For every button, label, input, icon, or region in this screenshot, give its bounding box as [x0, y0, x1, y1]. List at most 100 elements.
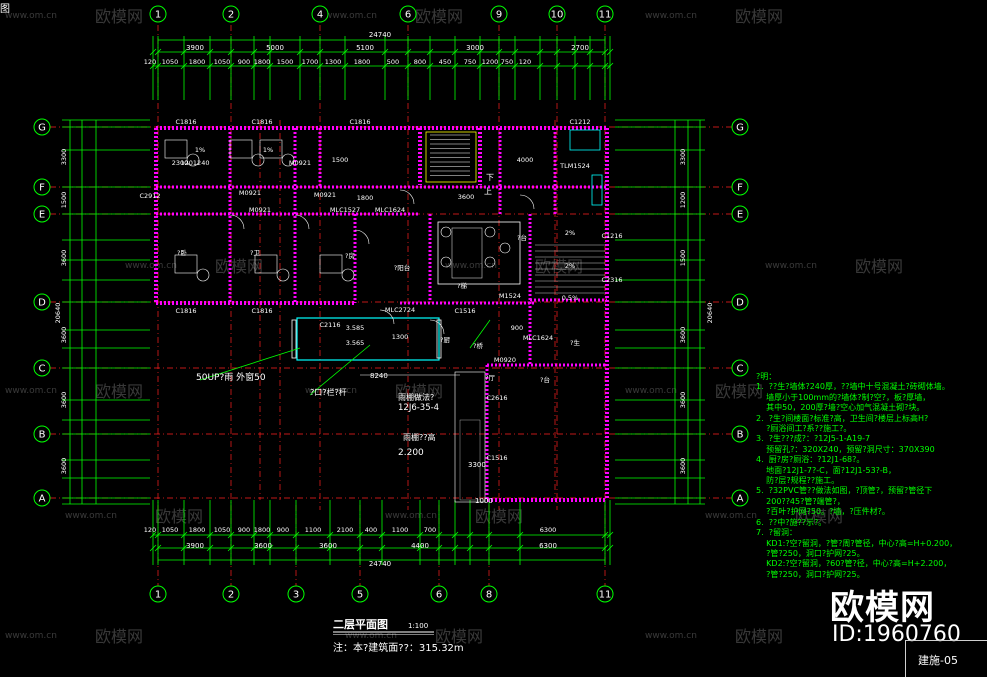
dim-vertical: 3600	[679, 392, 687, 409]
axis-bubble-circle	[731, 178, 749, 196]
kitchen-table	[451, 227, 483, 279]
axis-bubble: G	[731, 118, 749, 136]
room-label: ?厨	[440, 336, 450, 344]
axis-bubble-circle	[33, 359, 51, 377]
watermark-brand-small: 欧模网	[95, 382, 143, 401]
dim-major: 3600	[319, 542, 337, 550]
axis-bubble-label: 3	[293, 590, 299, 601]
note-line: 7. ?留洞：	[756, 528, 797, 538]
dim-minor: 1300	[325, 58, 342, 66]
watermark-site: www.om.cn	[385, 511, 437, 521]
dim-tick	[266, 544, 274, 552]
dim-tick	[476, 62, 484, 70]
dim-minor: 2100	[337, 526, 354, 534]
room-label: MLC2724	[385, 306, 415, 314]
room-label: C1816	[251, 307, 272, 315]
bathtub	[569, 129, 601, 151]
note-line: 2. ?生?间楼面?标准?高，卫生间?楼层上标高H?	[756, 413, 929, 423]
axis-bubble-label: A	[39, 494, 46, 505]
dim-tick	[326, 544, 334, 552]
note-line: ?明：	[756, 372, 777, 381]
dim-tick	[553, 62, 561, 70]
dim-tick	[601, 48, 609, 56]
room-label: 2300	[172, 159, 189, 167]
dim-minor: 450	[439, 58, 451, 66]
dim-tick	[553, 48, 561, 56]
dim-tick	[316, 48, 324, 56]
dim-tick	[404, 62, 412, 70]
dim-vertical: 3600	[679, 327, 687, 344]
axis-bubble-label: 11	[599, 10, 612, 21]
note-line: ?百叶?护网?50。?墙，?压件材?。	[756, 507, 890, 517]
dim-vertical: 3600	[60, 458, 68, 475]
axis-bubble: C	[731, 359, 749, 377]
annotation-text: ?口?栏?杆	[310, 387, 347, 397]
note-line: 3. ?生???成?：?12J5-1-A19-7	[756, 434, 871, 444]
dim-tick	[476, 48, 484, 56]
walls	[154, 126, 609, 502]
axis-bubble-label: 6	[405, 10, 411, 21]
washbasin	[591, 174, 603, 206]
dim-tick	[250, 544, 258, 552]
dim-tick	[586, 62, 594, 70]
room-label: ?房	[345, 251, 355, 260]
room-label: 2%	[565, 262, 575, 270]
axis-bubble-circle	[731, 118, 749, 136]
dim-vertical: 3600	[679, 458, 687, 475]
door-swing	[399, 189, 415, 205]
dim-tick	[495, 62, 503, 70]
overall-width-bottom: 24740	[369, 560, 391, 568]
sanitary-fixture	[319, 254, 343, 274]
overall-width: 24740	[369, 31, 391, 39]
axis-bubble-circle	[731, 425, 749, 443]
dim-minor: 500	[387, 58, 399, 66]
corner-label: 图	[0, 4, 10, 15]
annotation-text: 2.200	[398, 448, 424, 458]
canopy-inner	[459, 419, 481, 501]
room-label: M0921	[239, 189, 261, 197]
dim-tick	[292, 531, 300, 539]
note-line: 预留孔?：320X240，预留?洞尺寸：370X390	[756, 444, 935, 454]
room-label: 1%	[263, 146, 273, 154]
room-label: TLM1524	[559, 162, 590, 170]
dim-tick	[601, 531, 609, 539]
dim-tick	[206, 531, 214, 539]
wc-symbol	[196, 268, 210, 282]
room-label: ?台	[517, 233, 527, 242]
dim-tick	[536, 62, 544, 70]
dim-tick	[180, 62, 188, 70]
wc-symbol	[251, 153, 265, 167]
dim-tick	[435, 531, 443, 539]
axis-bubble-circle	[596, 585, 614, 603]
axis-bubble-circle	[430, 585, 448, 603]
room-label: M0921	[289, 159, 311, 167]
dim-vertical: 3600	[60, 327, 68, 344]
axis-bubble-circle	[33, 425, 51, 443]
watermark-brand-small: 欧模网	[735, 627, 783, 646]
dim-tick	[404, 48, 412, 56]
room-label: ?台	[540, 375, 550, 384]
note-line: 地面?12J1-7?-C，面?12J1-53?-B，	[756, 465, 897, 475]
room-label: 2%	[565, 229, 575, 237]
balcony-post	[291, 319, 297, 359]
axis-bubble-label: E	[39, 210, 45, 221]
watermark-brand-small: 欧模网	[95, 627, 143, 646]
room-label: C1816	[349, 118, 370, 126]
watermark-id: ID:1960760	[832, 622, 961, 647]
axis-bubble-circle	[33, 293, 51, 311]
kitchen-counter	[437, 221, 521, 285]
dim-tick	[416, 544, 424, 552]
dim-minor: 1200	[482, 58, 499, 66]
dim-tick	[296, 48, 304, 56]
watermark-site: www.om.cn	[5, 386, 57, 396]
watermark-brand-small: 欧模网	[215, 257, 263, 276]
dim-tick	[296, 62, 304, 70]
dim-tick	[154, 531, 162, 539]
axis-bubble-label: B	[737, 430, 744, 441]
room-label: ?卧	[177, 249, 187, 257]
dim-tick	[466, 544, 474, 552]
